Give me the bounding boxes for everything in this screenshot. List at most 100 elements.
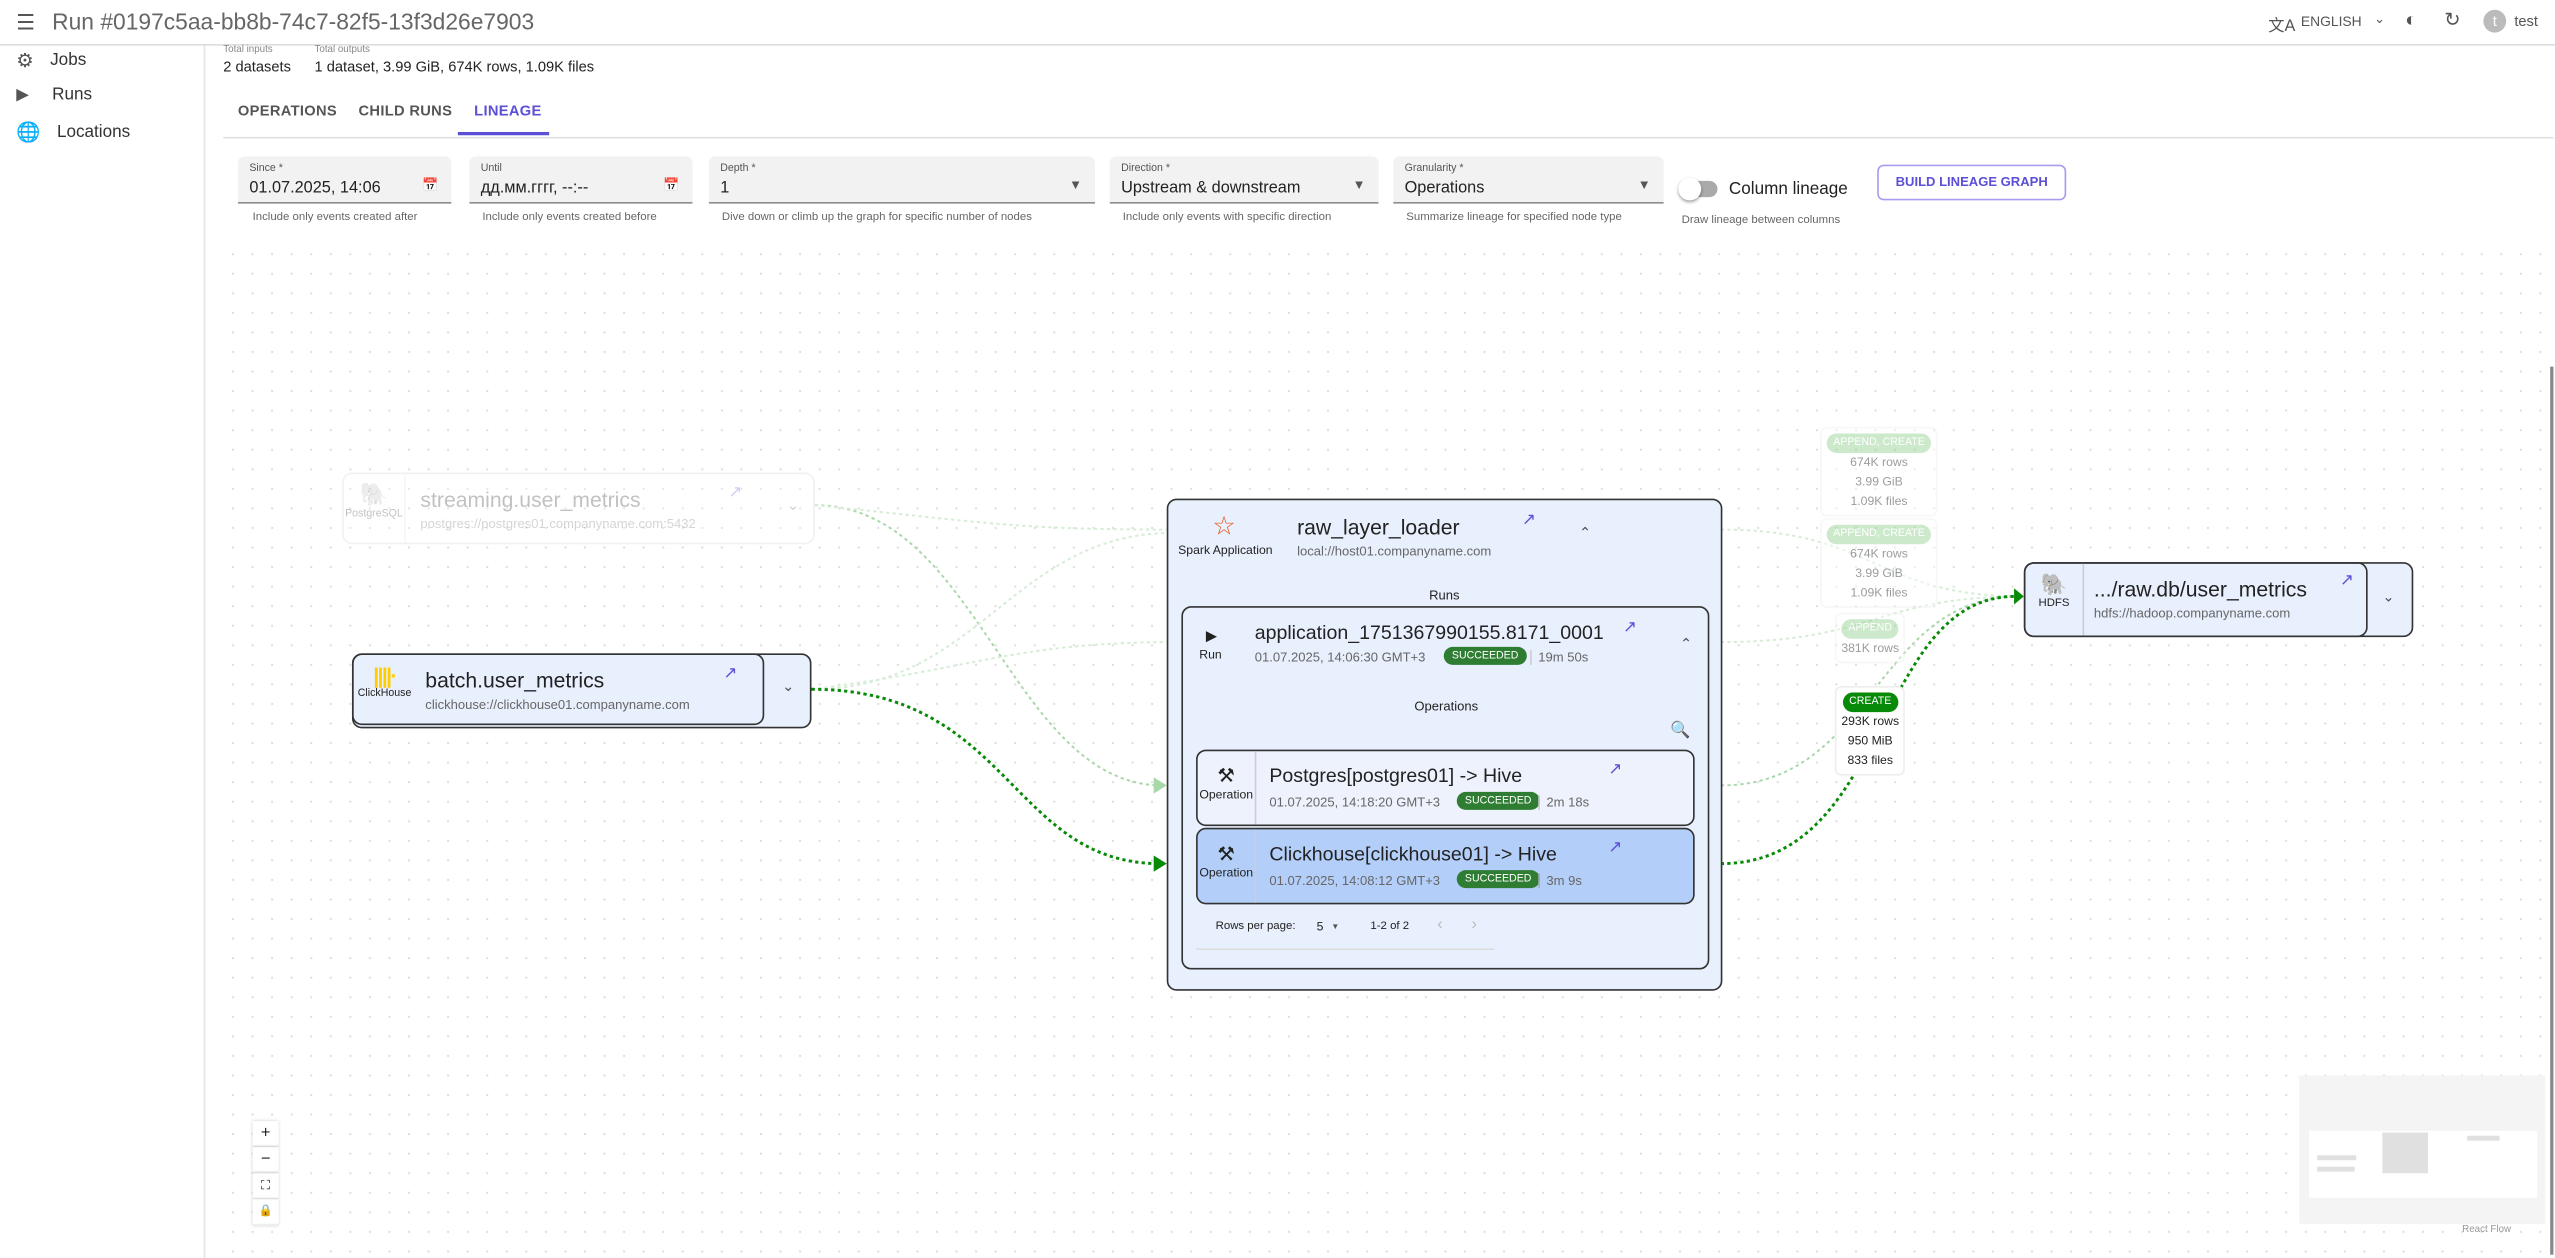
theme-toggle-icon[interactable]: ◐ (2405, 8, 2417, 31)
sidebar-item-jobs[interactable]: ⚙ Jobs (16, 49, 86, 72)
chevron-down-icon[interactable]: ⌄ (787, 496, 800, 514)
run-node[interactable]: ▶ Run application_1751367990155.8171_000… (1181, 606, 1710, 970)
edge (814, 504, 1167, 531)
sidebar-item-label: Jobs (50, 50, 87, 71)
runs-label: Runs (1429, 588, 1460, 603)
operation-duration: 3m 9s (1538, 873, 1582, 889)
status-badge: SUCCEEDED (1443, 646, 1527, 665)
calendar-icon[interactable]: 📅 (663, 177, 680, 193)
edge (1720, 595, 2018, 787)
direction-value: Upstream & downstream (1121, 179, 1301, 198)
depth-select[interactable]: Depth *1▼ (708, 156, 1096, 204)
dataset-node-hdfs[interactable]: 🐘HDFS .../raw.db/user_metrics hdfs://had… (2023, 562, 2414, 638)
tab-lineage[interactable]: LINEAGE (474, 102, 542, 119)
direction-help: Include only events with specific direct… (1122, 211, 1332, 224)
granularity-value: Operations (1404, 179, 1485, 198)
search-icon[interactable]: 🔍 (1670, 721, 1691, 740)
tab-child-runs[interactable]: CHILD RUNS (358, 102, 453, 119)
open-link-icon[interactable]: ↗ (1622, 619, 1637, 638)
until-input[interactable]: дд.мм.гггг, --:-- (480, 179, 589, 198)
granularity-label: Granularity * (1404, 162, 1464, 175)
column-lineage-toggle[interactable] (1678, 177, 1718, 201)
operations-label: Operations (1414, 699, 1479, 714)
chevron-up-icon[interactable]: ⌃ (1680, 635, 1693, 652)
refresh-icon[interactable]: ↻ (2444, 8, 2461, 31)
granularity-select[interactable]: Granularity *Operations▼ (1393, 156, 1664, 204)
dataset-location: clickhouse://clickhouse01.companyname.co… (425, 697, 690, 713)
edge (1720, 594, 2015, 866)
sidebar-item-label: Locations (56, 122, 131, 142)
prev-page-button[interactable]: ‹ (1437, 915, 1443, 934)
tab-operations[interactable]: OPERATIONS (237, 102, 338, 119)
pagination-range: 1-2 of 2 (1370, 920, 1410, 933)
dataset-node-batch[interactable]: ||||·ClickHouse batch.user_metrics click… (351, 653, 812, 729)
dropdown-arrow-icon[interactable]: ▼ (1331, 922, 1340, 933)
edge-arrow-icon (1153, 777, 1167, 794)
operation-name[interactable]: Clickhouse[clickhouse01] -> Hive (1269, 842, 1557, 866)
column-lineage-help: Draw lineage between columns (1681, 215, 1841, 227)
depth-value: 1 (720, 179, 730, 198)
job-name[interactable]: raw_layer_loader (1297, 514, 1460, 540)
zoom-out-button[interactable]: − (252, 1147, 279, 1174)
open-link-icon[interactable]: ↗ (723, 664, 738, 683)
since-input[interactable]: 01.07.2025, 14:06 (249, 179, 381, 198)
react-flow-attribution[interactable]: React Flow (2462, 1225, 2512, 1236)
edge (1720, 595, 2018, 644)
rows-per-page-label: Rows per page: (1215, 920, 1296, 933)
open-link-icon[interactable]: ↗ (728, 483, 743, 502)
fit-view-button[interactable]: ⛶ (252, 1173, 279, 1200)
open-link-icon[interactable]: ↗ (1608, 839, 1622, 858)
sidebar-item-label: Runs (52, 84, 93, 105)
sidebar-item-runs[interactable]: ▶Runs (16, 85, 92, 105)
operation-name[interactable]: Postgres[postgres01] -> Hive (1269, 764, 1523, 788)
edge-arrow-icon (2014, 588, 2024, 605)
scrollbar[interactable] (2550, 366, 2554, 1255)
lock-icon[interactable]: 🔒 (252, 1199, 279, 1226)
dataset-location: hdfs://hadoop.companyname.com (2093, 606, 2291, 621)
language-select[interactable]: ENGLISH (2300, 13, 2362, 30)
dataset-name[interactable]: batch.user_metrics (425, 668, 605, 693)
minimap[interactable] (2299, 1075, 2546, 1224)
menu-icon[interactable]: ☰ (16, 9, 36, 35)
rows-per-page-select[interactable]: 5 (1316, 919, 1324, 934)
page-title: Run #0197c5aa-bb8b-74c7-82f5-13f3d26e790… (52, 8, 535, 35)
spark-icon: ☆ (1212, 513, 1236, 541)
job-node[interactable]: ☆ Spark Application raw_layer_loader loc… (1166, 498, 1723, 991)
app-header: ☰ Run #0197c5aa-bb8b-74c7-82f5-13f3d26e7… (0, 0, 2555, 46)
dataset-node-body (351, 653, 765, 726)
open-link-icon[interactable]: ↗ (1608, 760, 1622, 779)
chevron-down-icon[interactable]: ⌄ (782, 677, 795, 695)
since-field[interactable]: Since *01.07.2025, 14:06📅 (237, 156, 452, 204)
sidebar-item-locations[interactable]: 🌐Locations (16, 121, 130, 144)
chevron-down-icon[interactable]: ⌄ (2374, 11, 2386, 27)
translate-icon[interactable]: 文A (2268, 17, 2296, 36)
dataset-name[interactable]: .../raw.db/user_metrics (2093, 576, 2308, 602)
user-name[interactable]: test (2514, 13, 2538, 30)
dataset-node-streaming[interactable]: 🐘PostgreSQL streaming.user_metrics postg… (342, 472, 815, 545)
direction-select[interactable]: Direction *Upstream & downstream▼ (1109, 156, 1379, 204)
next-page-button[interactable]: › (1471, 915, 1477, 934)
edge (811, 687, 1161, 866)
granularity-help: Summarize lineage for specified node typ… (1406, 211, 1622, 224)
operation-row[interactable]: ⚒Operation Postgres[postgres01] -> Hive … (1196, 749, 1695, 827)
open-link-icon[interactable]: ↗ (1521, 511, 1536, 530)
dataset-name[interactable]: streaming.user_metrics (420, 487, 641, 512)
calendar-icon[interactable]: 📅 (422, 177, 439, 193)
chevron-down-icon[interactable]: ⌄ (2382, 588, 2395, 605)
build-lineage-graph-button[interactable]: BUILD LINEAGE GRAPH (1877, 164, 2067, 201)
operation-duration: 2m 18s (1538, 795, 1589, 810)
total-outputs-label: Total outputs (314, 45, 370, 56)
open-link-icon[interactable]: ↗ (2339, 571, 2354, 590)
direction-label: Direction * (1121, 162, 1170, 175)
zoom-in-button[interactable]: + (252, 1121, 279, 1148)
operation-row-selected[interactable]: ⚒Operation Clickhouse[clickhouse01] -> H… (1196, 827, 1695, 905)
chevron-up-icon[interactable]: ⌃ (1578, 524, 1592, 541)
avatar[interactable]: t (2483, 9, 2507, 33)
clickhouse-icon: ||||·ClickHouse (357, 663, 412, 700)
run-name[interactable]: application_1751367990155.8171_0001 (1254, 620, 1604, 644)
gear-icon: ⚙ (16, 48, 34, 72)
